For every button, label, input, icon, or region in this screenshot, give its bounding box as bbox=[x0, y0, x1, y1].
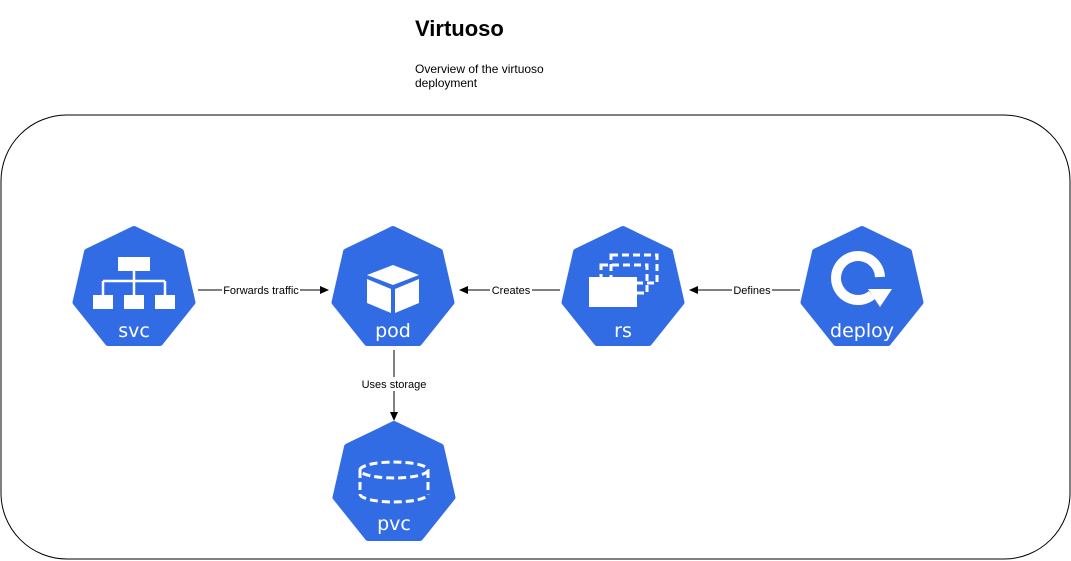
svc-node[interactable]: svc bbox=[72, 226, 196, 346]
pvc-label: pvc bbox=[377, 513, 411, 535]
edge-label-uses-storage: Uses storage bbox=[362, 379, 427, 391]
stacked-boxes-icon bbox=[589, 253, 659, 307]
deploy-label: deploy bbox=[830, 320, 894, 342]
edge-label-forwards-traffic: Forwards traffic bbox=[223, 285, 299, 297]
rs-label: rs bbox=[614, 320, 632, 342]
edge-rs-pod: Creates bbox=[459, 283, 560, 297]
pod-label: pod bbox=[375, 320, 411, 342]
page-title: Virtuoso bbox=[415, 16, 504, 41]
edge-pod-pvc: Uses storage bbox=[358, 350, 430, 421]
storage-cylinder-icon bbox=[358, 460, 430, 504]
page-subtitle: Overview of the virtuoso deployment bbox=[415, 62, 544, 90]
service-hierarchy-icon bbox=[93, 257, 175, 309]
edge-deploy-rs: Defines bbox=[689, 283, 800, 297]
pvc-node[interactable]: pvc bbox=[332, 421, 456, 541]
cube-icon bbox=[367, 265, 419, 313]
pod-node[interactable]: pod bbox=[331, 226, 455, 346]
edge-label-creates: Creates bbox=[492, 285, 531, 297]
circular-arrow-icon bbox=[831, 251, 892, 307]
edge-label-defines: Defines bbox=[733, 285, 771, 297]
deploy-node[interactable]: deploy bbox=[800, 226, 924, 346]
deployment-container bbox=[0, 114, 1071, 560]
edge-svc-pod: Forwards traffic bbox=[198, 283, 329, 297]
rs-node[interactable]: rs bbox=[561, 226, 685, 346]
svc-label: svc bbox=[118, 320, 150, 342]
